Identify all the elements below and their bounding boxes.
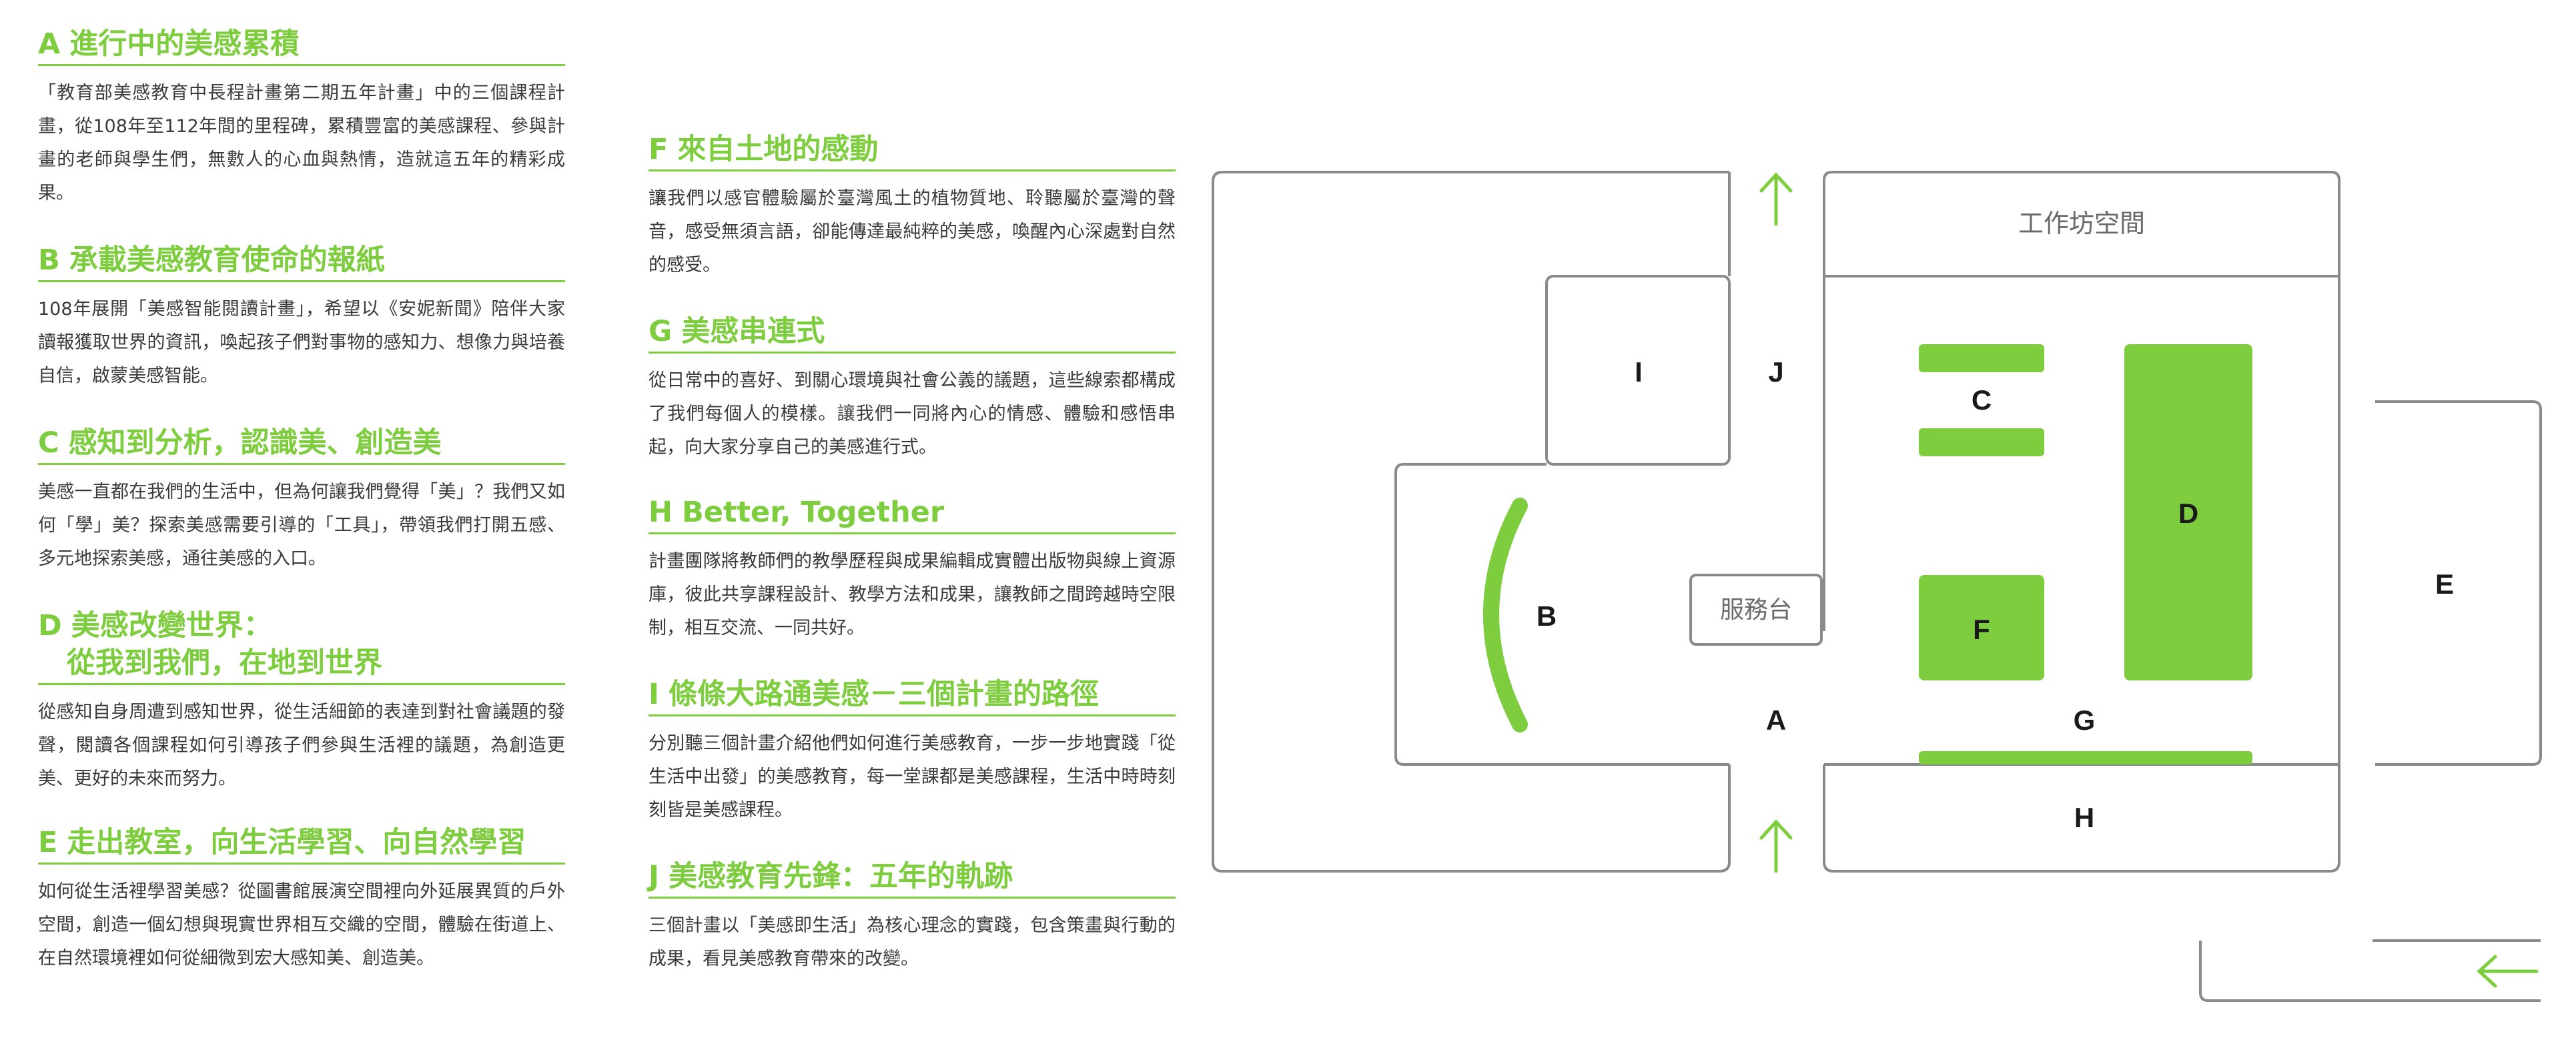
zone-label-d: D — [2178, 498, 2198, 529]
section-e: E 走出教室，向生活學習、向自然學習 如何從生活裡學習美感？從圖書館展演空間裡向外… — [38, 824, 565, 975]
section-title-text: 進行中的美感累積 — [69, 27, 300, 61]
room-i — [1545, 275, 1731, 466]
section-letter: G — [649, 315, 673, 348]
workshop-room — [1823, 171, 2340, 278]
zone-label-a: A — [1766, 704, 1786, 736]
section-body: 如何從生活裡學習美感？從圖書館展演空間裡向外延展異質的戶外空間，創造一個幻想與現… — [38, 881, 565, 969]
section-h: H Better, Together 計畫團隊將教師們的教學歷程與成果編輯成實體出… — [649, 494, 1176, 645]
zone-label-b: B — [1537, 600, 1557, 632]
section-body: 108年展開「美感智能閱讀計畫」，希望以《安妮新聞》陪伴大家讀報獲取世界的資訊，… — [38, 299, 565, 386]
bottom-right-frame — [2199, 941, 2541, 1002]
section-c: C 感知到分析，認識美、創造美 美感一直都在我們的生活中，但為何讓我們覺得「美」？… — [38, 424, 565, 576]
section-title: E 走出教室，向生活學習、向自然學習 — [38, 824, 565, 865]
arrow-up-icon — [1759, 819, 1793, 873]
section-title-text: Better, Together — [682, 496, 945, 529]
zone-label-c: C — [1972, 384, 1992, 416]
section-title-text: 來自土地的感動 — [677, 133, 879, 166]
section-body: 從感知自身周遭到感知世界，從生活細節的表達到對社會議題的發聲，閱讀各個課程如何引… — [38, 702, 565, 789]
area-f-block — [1919, 575, 2044, 680]
section-title: I 條條大路通美感－三個計畫的路徑 — [649, 676, 1176, 716]
section-body: 計畫團隊將教師們的教學歷程與成果編輯成實體出版物與線上資源庫，彼此共享課程設計、… — [649, 551, 1176, 638]
section-title-text: 走出教室，向生活學習、向自然學習 — [67, 826, 526, 859]
area-d-block — [2124, 344, 2252, 680]
section-body: 從日常中的喜好、到關心環境與社會公義的議題，這些線索都構成了我們每個人的模樣。讓… — [649, 370, 1176, 458]
section-body: 「教育部美感教育中長程計畫第二期五年計畫」中的三個課程計畫，從108年至112年… — [38, 83, 565, 203]
section-letter: I — [649, 678, 659, 711]
section-letter: B — [38, 243, 60, 277]
section-i: I 條條大路通美感－三個計畫的路徑 分別聽三個計畫介紹他們如何進行美感教育，一步一… — [649, 676, 1176, 827]
section-title-text: 美感教育先鋒：五年的軌跡 — [669, 860, 1013, 893]
section-letter: H — [649, 496, 673, 529]
zone-label-e: E — [2435, 568, 2454, 600]
area-g-bar — [1919, 751, 2252, 764]
section-body: 美感一直都在我們的生活中，但為何讓我們覺得「美」？我們又如何「學」美？探索美感需… — [38, 482, 565, 569]
section-letter: D — [38, 609, 62, 642]
section-title-text: 美感串連式 — [681, 315, 825, 348]
section-title-text: 美感改變世界： 從我到我們，在地到世界 — [66, 609, 382, 680]
inner-wall-b — [1394, 463, 1729, 766]
section-letter: A — [38, 27, 61, 61]
section-letter: J — [649, 860, 659, 893]
outer-wall-left — [1212, 171, 1731, 873]
section-j: J 美感教育先鋒：五年的軌跡 三個計畫以「美感即生活」為核心理念的實踐，包含策畫與… — [649, 858, 1176, 976]
service-desk — [1689, 574, 1823, 646]
zone-label-g: G — [2074, 704, 2096, 736]
zone-label-i: I — [1635, 356, 1643, 388]
zone-label-j: J — [1768, 356, 1783, 388]
area-e-wall — [2375, 400, 2542, 766]
section-title: J 美感教育先鋒：五年的軌跡 — [649, 858, 1176, 899]
section-body: 分別聽三個計畫介紹他們如何進行美感教育，一步一步地實踐「從生活中出發」的美感教育… — [649, 733, 1176, 821]
right-hall-wall — [1823, 276, 2340, 873]
section-letter: E — [38, 826, 58, 859]
arrow-up-icon — [1759, 172, 1793, 226]
area-b-arc — [1483, 498, 1528, 732]
service-desk-label: 服務台 — [1720, 596, 1792, 624]
area-c-bar-bottom — [1919, 428, 2044, 456]
workshop-label: 工作坊空間 — [2018, 209, 2145, 238]
section-body: 三個計畫以「美感即生活」為核心理念的實踐，包含策畫與行動的成果，看見美感教育帶來… — [649, 915, 1176, 969]
area-c-bar-top — [1919, 344, 2044, 372]
section-title-text: 條條大路通美感－三個計畫的路徑 — [669, 678, 1099, 711]
section-title-text: 感知到分析，認識美、創造美 — [68, 426, 442, 460]
section-b: B 承載美感教育使命的報紙 108年展開「美感智能閱讀計畫」，希望以《安妮新聞》陪… — [38, 241, 565, 393]
section-letter: C — [38, 426, 59, 460]
section-body: 讓我們以感官體驗屬於臺灣風土的植物質地、聆聽屬於臺灣的聲音，感受無須言語，卻能傳… — [649, 188, 1176, 276]
section-title: H Better, Together — [649, 494, 1176, 534]
section-title: B 承載美感教育使命的報紙 — [38, 241, 565, 282]
section-title: C 感知到分析，認識美、創造美 — [38, 424, 565, 465]
arrow-left-icon — [2477, 955, 2539, 988]
section-title-text: 承載美感教育使命的報紙 — [69, 243, 385, 277]
zone-label-h: H — [2074, 802, 2094, 833]
section-letter: F — [649, 133, 669, 166]
zone-label-f: F — [1973, 614, 1990, 645]
